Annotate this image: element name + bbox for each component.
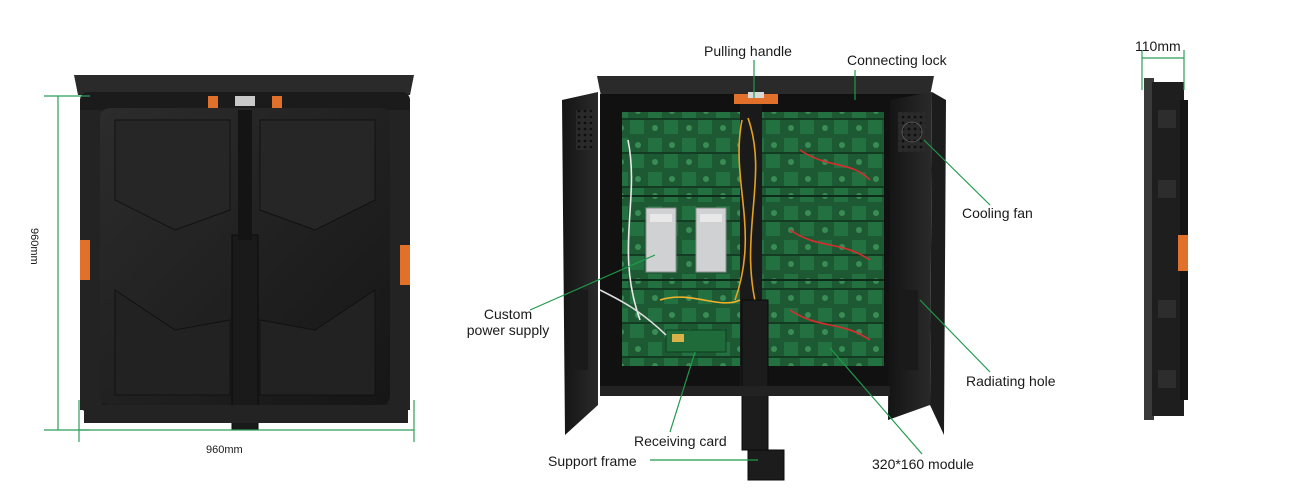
front-height-dimension: 960mm [28,228,40,265]
front-width-dimension: 960mm [206,444,243,456]
label-module: 320*160 module [872,456,974,472]
label-cooling-fan: Cooling fan [962,205,1033,221]
cabinet-side-view [1144,78,1188,420]
label-receiving-card: Receiving card [634,433,727,449]
cabinet-open-view [562,76,946,481]
cabinet-rear-view [74,75,414,431]
dimension-lines-front [44,95,415,442]
label-pulling-handle: Pulling handle [704,43,792,59]
dimension-lines-side [1141,50,1185,90]
label-connecting-lock: Connecting lock [847,52,947,68]
side-depth-dimension: 110mm [1135,38,1181,54]
label-support-frame: Support frame [548,453,637,469]
callout-lines [529,60,991,461]
label-custom-power-supply: Custom power supply [466,306,550,338]
label-radiating-hole: Radiating hole [966,373,1056,389]
